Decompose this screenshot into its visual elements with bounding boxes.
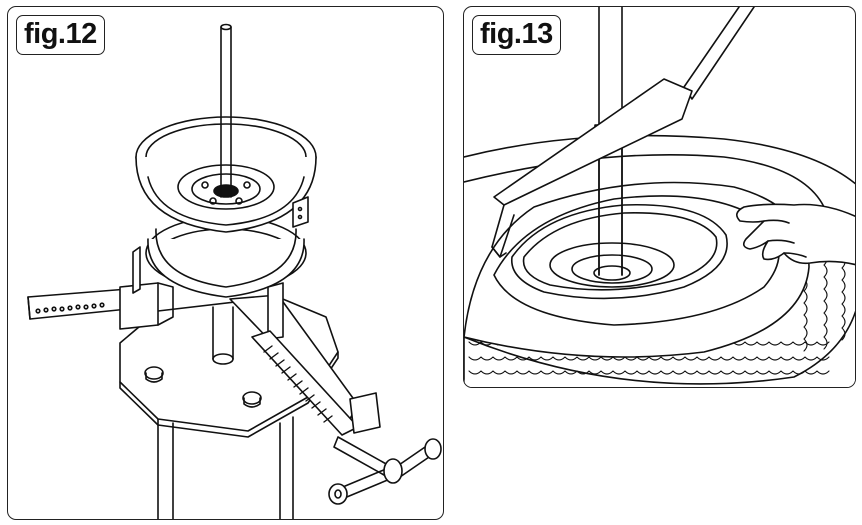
figure-label: fig.12 — [16, 15, 105, 55]
figure-label: fig.13 — [472, 15, 561, 55]
figure-13-panel: fig.13 — [463, 6, 856, 388]
wheel-clamp-illustration — [27, 23, 442, 519]
figure-12-panel: fig.12 — [7, 6, 444, 520]
tyre-mounting-illustration — [464, 7, 855, 387]
